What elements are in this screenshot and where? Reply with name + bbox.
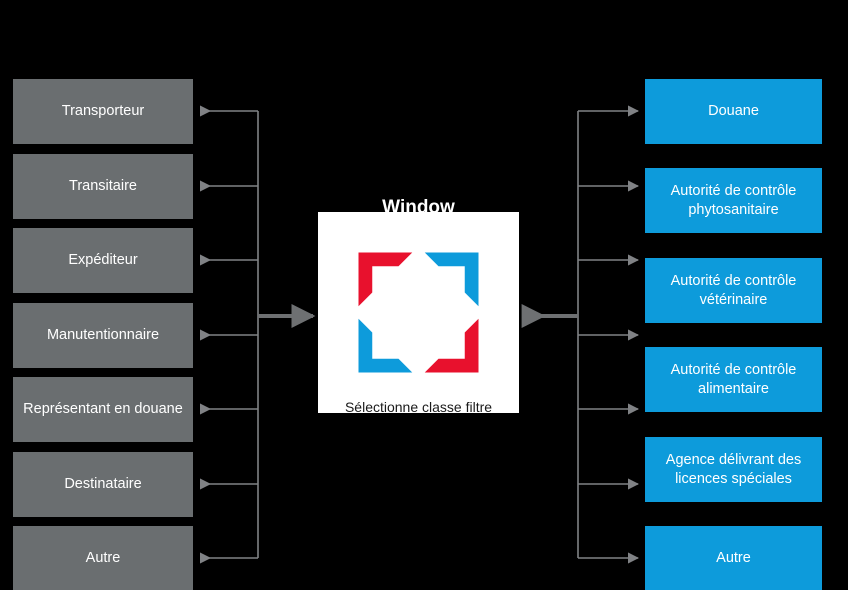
node-label: Autorité de contrôle vétérinaire [670,273,797,308]
node-autre-right[interactable]: Autre [645,526,822,590]
node-label: Manutentionnaire [46,327,160,344]
node-transitaire[interactable]: Transitaire [13,154,193,219]
node-autorite-phytosanitaire[interactable]: Autorité de contrôle phytosanitaire [645,168,822,233]
node-douane[interactable]: Douane [645,79,822,144]
node-expediteur[interactable]: Expéditeur [13,228,193,293]
left-connector-group [199,105,316,564]
panel-caption: Sélectionne classe filtre [344,399,493,413]
right-connector-group [521,105,640,564]
node-autorite-veterinaire[interactable]: Autorité de contrôle vétérinaire [645,258,822,323]
node-label: Transporteur [61,103,145,120]
node-label: Expéditeur [68,252,138,269]
corner-brackets-logo [358,252,479,373]
node-representant-en-douane[interactable]: Représentant en douane [13,377,193,442]
node-autorite-alimentaire[interactable]: Autorité de contrôle alimentaire [645,347,822,412]
node-label: Représentant en douane [23,401,183,418]
node-label: Autorité de contrôle phytosanitaire [670,183,797,218]
node-manutentionnaire[interactable]: Manutentionnaire [13,303,193,368]
node-label: Transitaire [69,178,137,195]
node-transporteur[interactable]: Transporteur [13,79,193,144]
window-title: Window [382,197,455,218]
node-label: Destinataire [64,476,142,493]
center-panel[interactable]: Sélectionne classe filtre [318,212,519,413]
node-destinataire[interactable]: Destinataire [13,452,193,517]
node-label: Autre [716,550,751,567]
node-label: Autre [85,550,121,567]
node-autre-left[interactable]: Autre [13,526,193,590]
node-agence-licences-speciales[interactable]: Agence délivrant des licences spéciales [645,437,822,502]
node-label: Autorité de contrôle alimentaire [670,362,797,397]
node-label: Douane [708,103,759,120]
node-label: Agence délivrant des licences spéciales [665,452,802,487]
